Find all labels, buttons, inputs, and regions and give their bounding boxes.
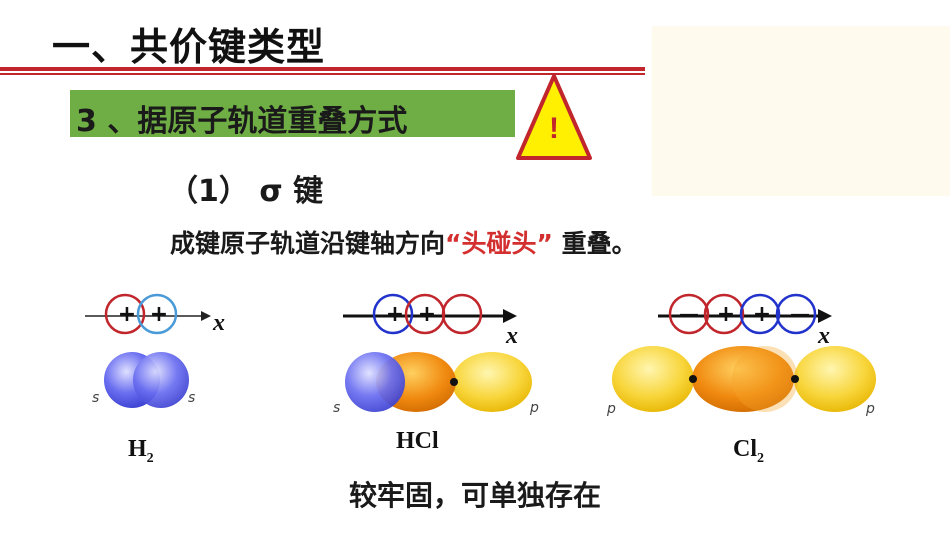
warning-icon: ! [516, 74, 592, 160]
label-hcl: HCl [396, 428, 439, 454]
label-cl2: Cl2 [733, 436, 764, 466]
h2-orbital-1: s [92, 390, 99, 406]
conclusion-text: 较牢固，可单独存在 [348, 479, 601, 512]
title-underline-thin [0, 73, 645, 75]
cl2-orbital-1: p [606, 401, 616, 417]
cl2-sign-4: — [790, 302, 810, 326]
diagram-h2: + + x s s [85, 293, 225, 408]
diagram-cl2: — + + — x p p [606, 293, 876, 417]
h2-axis-label: x [212, 310, 225, 336]
hcl-orbital-2: p [529, 400, 539, 416]
section-banner [70, 90, 515, 137]
slide-title: 一、共价键类型 [52, 25, 326, 69]
description: 成键原子轨道沿键轴方向“头碰头” 重叠。 [170, 224, 637, 260]
cl2-sign-3: + [753, 302, 771, 327]
hcl-axis-label: x [505, 323, 518, 349]
diagram-hcl: + + x s p [333, 293, 539, 416]
h2-orbital-2: s [188, 390, 195, 406]
cl2-orbital-2: p [865, 401, 875, 417]
cl2-sign-1: — [679, 302, 699, 326]
side-panel [652, 26, 950, 196]
h2-sign-2: + [150, 302, 168, 327]
hcl-orbital-1: s [333, 400, 340, 416]
label-h2: H2 [128, 436, 154, 466]
description-end: 重叠。 [552, 229, 637, 258]
h2-sign-1: + [118, 302, 136, 327]
orbital-overlap-diagram: + + x s s + + x s p — + + — x [85, 293, 876, 417]
subheading: （1） σ 键 [168, 174, 324, 209]
description-start: 成键原子轨道沿键轴方向 [170, 229, 446, 258]
hcl-sign-1: + [386, 302, 404, 327]
warning-mark: ! [549, 112, 559, 145]
hcl-sign-2: + [418, 302, 436, 327]
section-heading: 3 、据原子轨道重叠方式 [76, 104, 408, 139]
title-underline-thick [0, 67, 645, 71]
description-highlight: “头碰头” [445, 229, 553, 258]
cl2-sign-2: + [717, 302, 735, 327]
cl2-axis-label: x [817, 323, 830, 349]
